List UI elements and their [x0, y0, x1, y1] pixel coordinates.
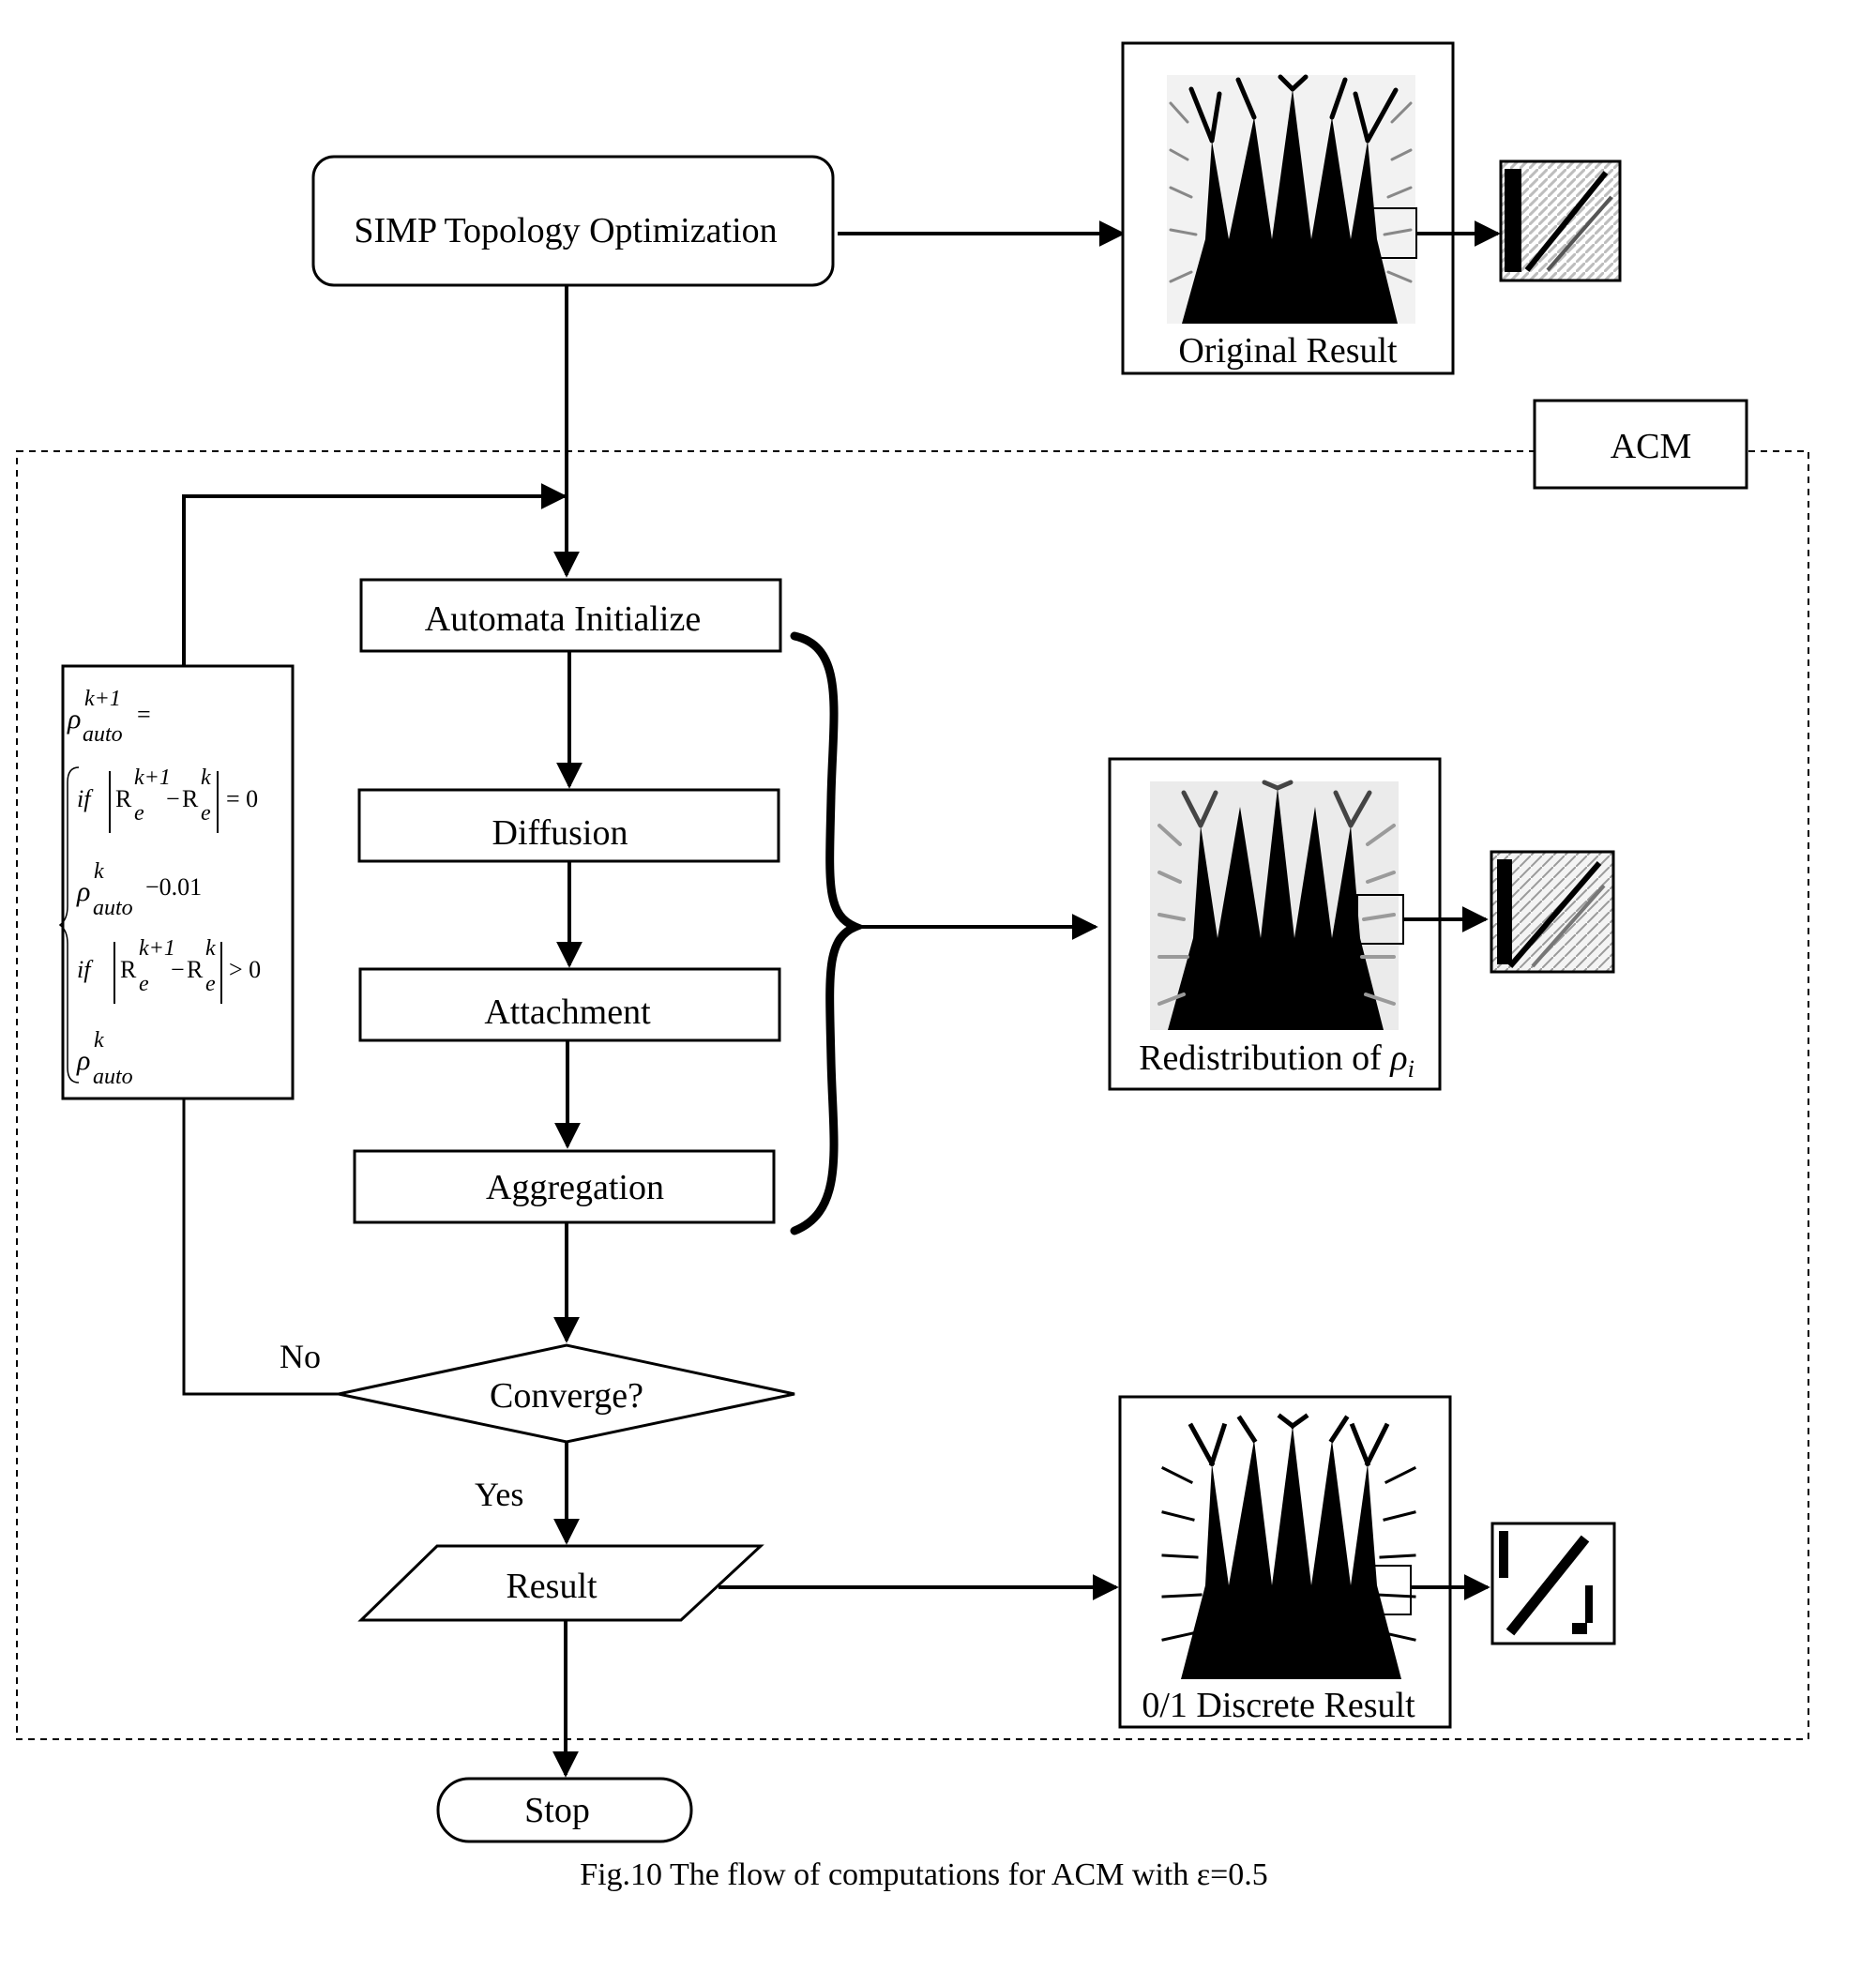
formula-e-4: e [205, 972, 216, 996]
redistribution-structure-image [1157, 780, 1396, 1030]
attachment-label: Attachment [484, 993, 651, 1032]
formula-minus001: −0.01 [145, 873, 202, 901]
original-result-zoom-image [1499, 159, 1622, 282]
acm-label-box [1533, 399, 1748, 490]
simp-node [311, 155, 835, 287]
discrete-result-zoom-image [1490, 1522, 1616, 1645]
simp-label: SIMP Topology Optimization [354, 211, 777, 250]
aggregation-node [353, 1149, 776, 1224]
attachment-node [358, 967, 781, 1042]
formula-gt0: > 0 [229, 956, 261, 983]
converge-label: Converge? [490, 1376, 643, 1416]
formula-eq0: = 0 [226, 785, 258, 812]
formula-rho-2: ρ [76, 876, 90, 907]
no-loop-upper [182, 483, 567, 666]
formula-auto-1: auto [83, 722, 123, 747]
diffusion-label: Diffusion [492, 813, 628, 853]
formula-rho-3: ρ [76, 1045, 90, 1076]
formula-k-4: k [94, 1028, 104, 1053]
converge-decision [338, 1343, 795, 1444]
formula-e-1: e [134, 801, 144, 826]
figure-caption: Fig.10 The flow of computations for ACM … [580, 1857, 1268, 1892]
result-io [357, 1544, 764, 1622]
original-result-panel: Original Result [1121, 41, 1455, 375]
discrete-result-label: 0/1 Discrete Result [1142, 1686, 1415, 1725]
formula-e-2: e [201, 801, 211, 826]
formula-kp1-2: k+1 [134, 765, 171, 790]
no-label: No [280, 1338, 321, 1375]
formula-R-3: R [120, 956, 137, 983]
aggregation-label: Aggregation [486, 1168, 664, 1207]
formula-auto-3: auto [93, 1065, 133, 1089]
redistribution-zoom-region [1356, 894, 1404, 945]
steps-grouping-brace [790, 631, 867, 1235]
formula-if-2: if [77, 956, 94, 983]
formula-e-3: e [139, 972, 149, 996]
redistribution-zoom-image [1490, 850, 1615, 974]
result-label: Result [506, 1567, 598, 1606]
acm-label: ACM [1611, 427, 1692, 466]
discrete-result-zoom-region [1364, 1565, 1412, 1615]
acm-region [16, 450, 1809, 1740]
formula-rho-1: ρ [67, 704, 81, 735]
redistribution-panel: Redistribution of ρi [1108, 757, 1442, 1091]
formula-minus-2: − [171, 956, 185, 983]
discrete-result-panel: 0/1 Discrete Result [1118, 1395, 1452, 1729]
original-result-label: Original Result [1178, 331, 1398, 371]
yes-label: Yes [475, 1476, 523, 1513]
redistribution-label: Redistribution of ρi [1139, 1038, 1415, 1083]
redistribution-subscript: i [1408, 1055, 1415, 1083]
formula-R-4: R [187, 956, 204, 983]
formula-kp1-1: k+1 [84, 687, 121, 711]
stop-label: Stop [524, 1791, 590, 1830]
formula-R-2: R [182, 785, 199, 812]
original-result-structure-image [1169, 74, 1413, 324]
redistribution-symbol: ρ [1389, 1038, 1407, 1078]
formula-k-2: k [94, 859, 104, 884]
formula-k-1: k [201, 765, 211, 790]
formula-if-1: if [77, 785, 94, 812]
formula-kp1-3: k+1 [139, 936, 175, 961]
formula-box [61, 664, 295, 1100]
formula-R-1: R [115, 785, 132, 812]
discrete-result-structure-image [1160, 1413, 1417, 1679]
automata-initialize-label: Automata Initialize [425, 599, 701, 639]
formula-brace [58, 766, 80, 1084]
update-formula: ρ k+1 auto = if R k+1 e − R k e = 0 ρ k … [58, 664, 295, 1100]
stop-node [436, 1777, 693, 1843]
diffusion-node [357, 788, 780, 863]
original-result-zoom-region [1369, 207, 1417, 259]
formula-eq-1: = [137, 701, 151, 728]
formula-auto-2: auto [93, 896, 133, 920]
no-loop-lower [182, 1099, 339, 1396]
redistribution-label-text: Redistribution of [1139, 1038, 1382, 1078]
formula-k-3: k [205, 936, 216, 961]
formula-minus-1: − [166, 785, 180, 812]
